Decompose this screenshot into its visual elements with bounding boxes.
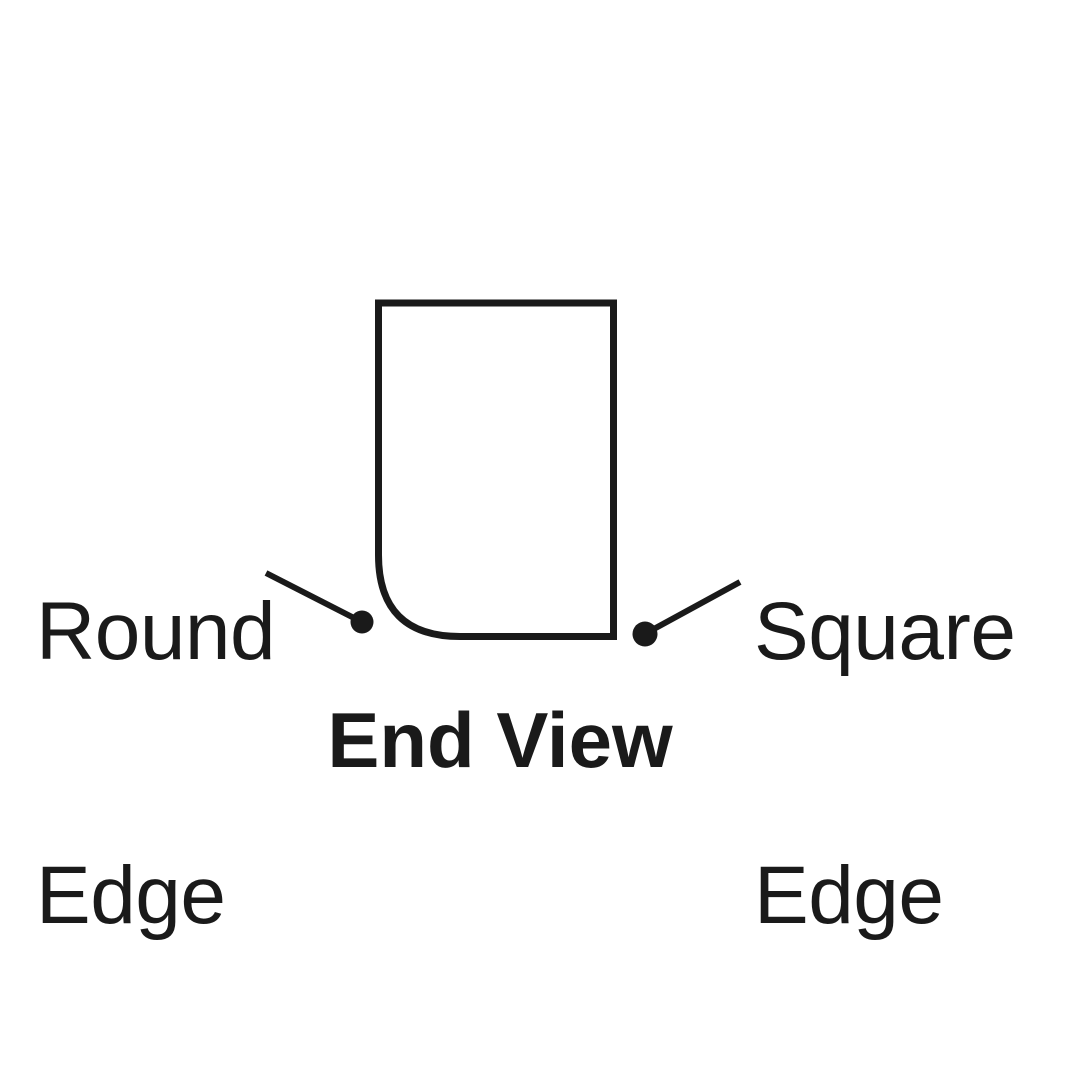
square-edge-leader-line bbox=[650, 579, 742, 633]
bar-cross-section-outline bbox=[375, 299, 617, 640]
square-edge-label-line-1: Square bbox=[754, 586, 1016, 677]
round-edge-leader-line bbox=[264, 570, 358, 622]
square-edge-label-line-2: Edge bbox=[754, 850, 944, 941]
round-edge-label: Round Edge bbox=[36, 412, 276, 1080]
round-edge-label-line-2: Edge bbox=[36, 850, 226, 941]
square-edge-label: Square Edge bbox=[754, 412, 1016, 1080]
square-edge-callout-dot bbox=[632, 621, 658, 647]
round-edge-callout-dot bbox=[350, 610, 374, 634]
round-edge-label-line-1: Round bbox=[36, 586, 276, 677]
end-view-caption: End View bbox=[327, 696, 673, 784]
